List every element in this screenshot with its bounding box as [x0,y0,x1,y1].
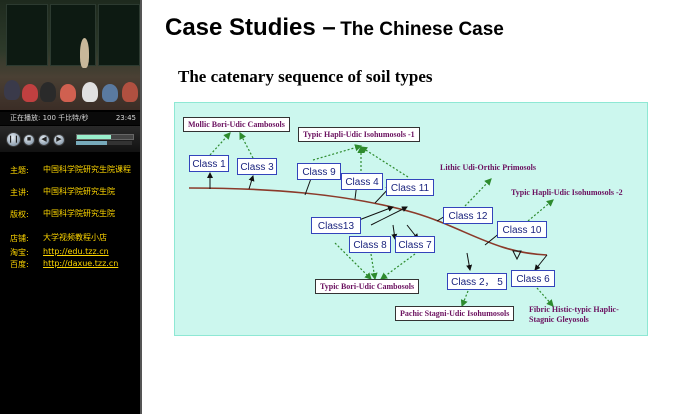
soil-label-typic-bori: Typic Bori-Udic Cambosols [315,279,420,294]
soil-label-mollic: Mollic Bori-Udic Cambosols [183,117,290,132]
lecture-video[interactable] [0,0,140,110]
course-info-link[interactable]: http://edu.tzz.cn [43,247,109,256]
playback-time: 23:45 [115,114,136,122]
course-info-value: 大学视频教程小店 [43,233,107,242]
pause-icon[interactable]: ❙❙ [6,132,21,147]
player-status-bar: 正在播放: 100 千比特/秒 23:45 [0,112,140,125]
class-6-box: Class 6 [511,270,555,287]
course-info-value: 中国科学院研究生院 [43,209,115,218]
next-icon[interactable]: ▶ [53,134,65,146]
class-12-box: Class 12 [443,207,493,224]
course-info-key: 版权: [10,210,29,219]
course-info-key: 主题: [10,166,29,175]
soil-label-pachic: Pachic Stagni-Udic Isohumosols [395,306,515,321]
soil-label-fibric-line1: Fibric Histic-typic Haplic- [529,305,619,314]
class-9-box: Class 9 [297,163,341,180]
course-info-value: 中国科学院研究生院 [43,187,115,196]
player-controls: ❙❙ ■ ◀ ▶ [0,126,140,152]
class-10-box: Class 10 [497,221,547,238]
slide-title: Case Studies – The Chinese Case [165,14,504,42]
blackboard-right [98,4,140,66]
blackboard-center [50,4,96,66]
student-figure [122,82,138,102]
class-1-box: Class 1 [189,155,229,172]
lecturer-figure [80,38,89,68]
soil-label-lithic: Lithic Udi-Orthic Primosols [440,163,536,172]
catena-connectors [188,131,554,308]
player-sidebar: 正在播放: 100 千比特/秒 23:45 ❙❙ ■ ◀ ▶ 主题: 中国科学院研… [0,0,140,414]
previous-icon[interactable]: ◀ [38,134,50,146]
student-figure [22,84,38,102]
soil-label-fibric-line2: Stagnic Gleyosols [529,315,589,324]
course-info-key: 店铺: [10,234,29,243]
stop-icon[interactable]: ■ [23,134,35,146]
student-figure [82,82,98,102]
course-info-value: 中国科学院研究生院课程 [43,165,131,174]
slide-title-sub: The Chinese Case [340,19,504,40]
playback-status: 正在播放: 100 千比特/秒 [10,114,89,122]
student-figure [60,84,76,102]
course-info-link[interactable]: http://daxue.tzz.cn [43,259,119,268]
soil-label-fibric: Fibric Histic-typic Haplic- Stagnic Gley… [529,305,619,325]
student-figure [102,84,118,102]
soil-label-typic-hapli-2: Typic Hapli-Udic Isohumosols -2 [511,188,623,197]
blackboard-left [6,4,48,66]
class-8-box: Class 8 [349,236,391,253]
course-info-key: 淘宝: [10,248,29,257]
seek-bar[interactable] [76,134,134,140]
course-info-key: 主讲: [10,188,29,197]
valley-marker-icon [512,250,522,261]
course-info-key: 百度: [10,260,29,269]
catena-diagram: Mollic Bori-Udic Cambosols Typic Hapli-U… [174,102,648,336]
student-figure [40,82,56,102]
class-3-box: Class 3 [237,158,277,175]
volume-slider[interactable] [76,141,132,145]
class-11-box: Class 11 [386,179,434,196]
class-2-5-box: Class 2， 5 [447,273,507,290]
slide-title-main: Case Studies – [165,14,336,41]
class-7-box: Class 7 [395,236,435,253]
soil-label-typic-hapli-1: Typic Hapli-Udic Isohumosols -1 [298,127,420,142]
student-figure [4,80,20,100]
class-4-box: Class 4 [341,173,383,190]
slide-subtitle: The catenary sequence of soil types [178,67,433,86]
slide: Case Studies – The Chinese Case The cate… [140,0,690,414]
class-13-box: Class13 [311,217,361,234]
